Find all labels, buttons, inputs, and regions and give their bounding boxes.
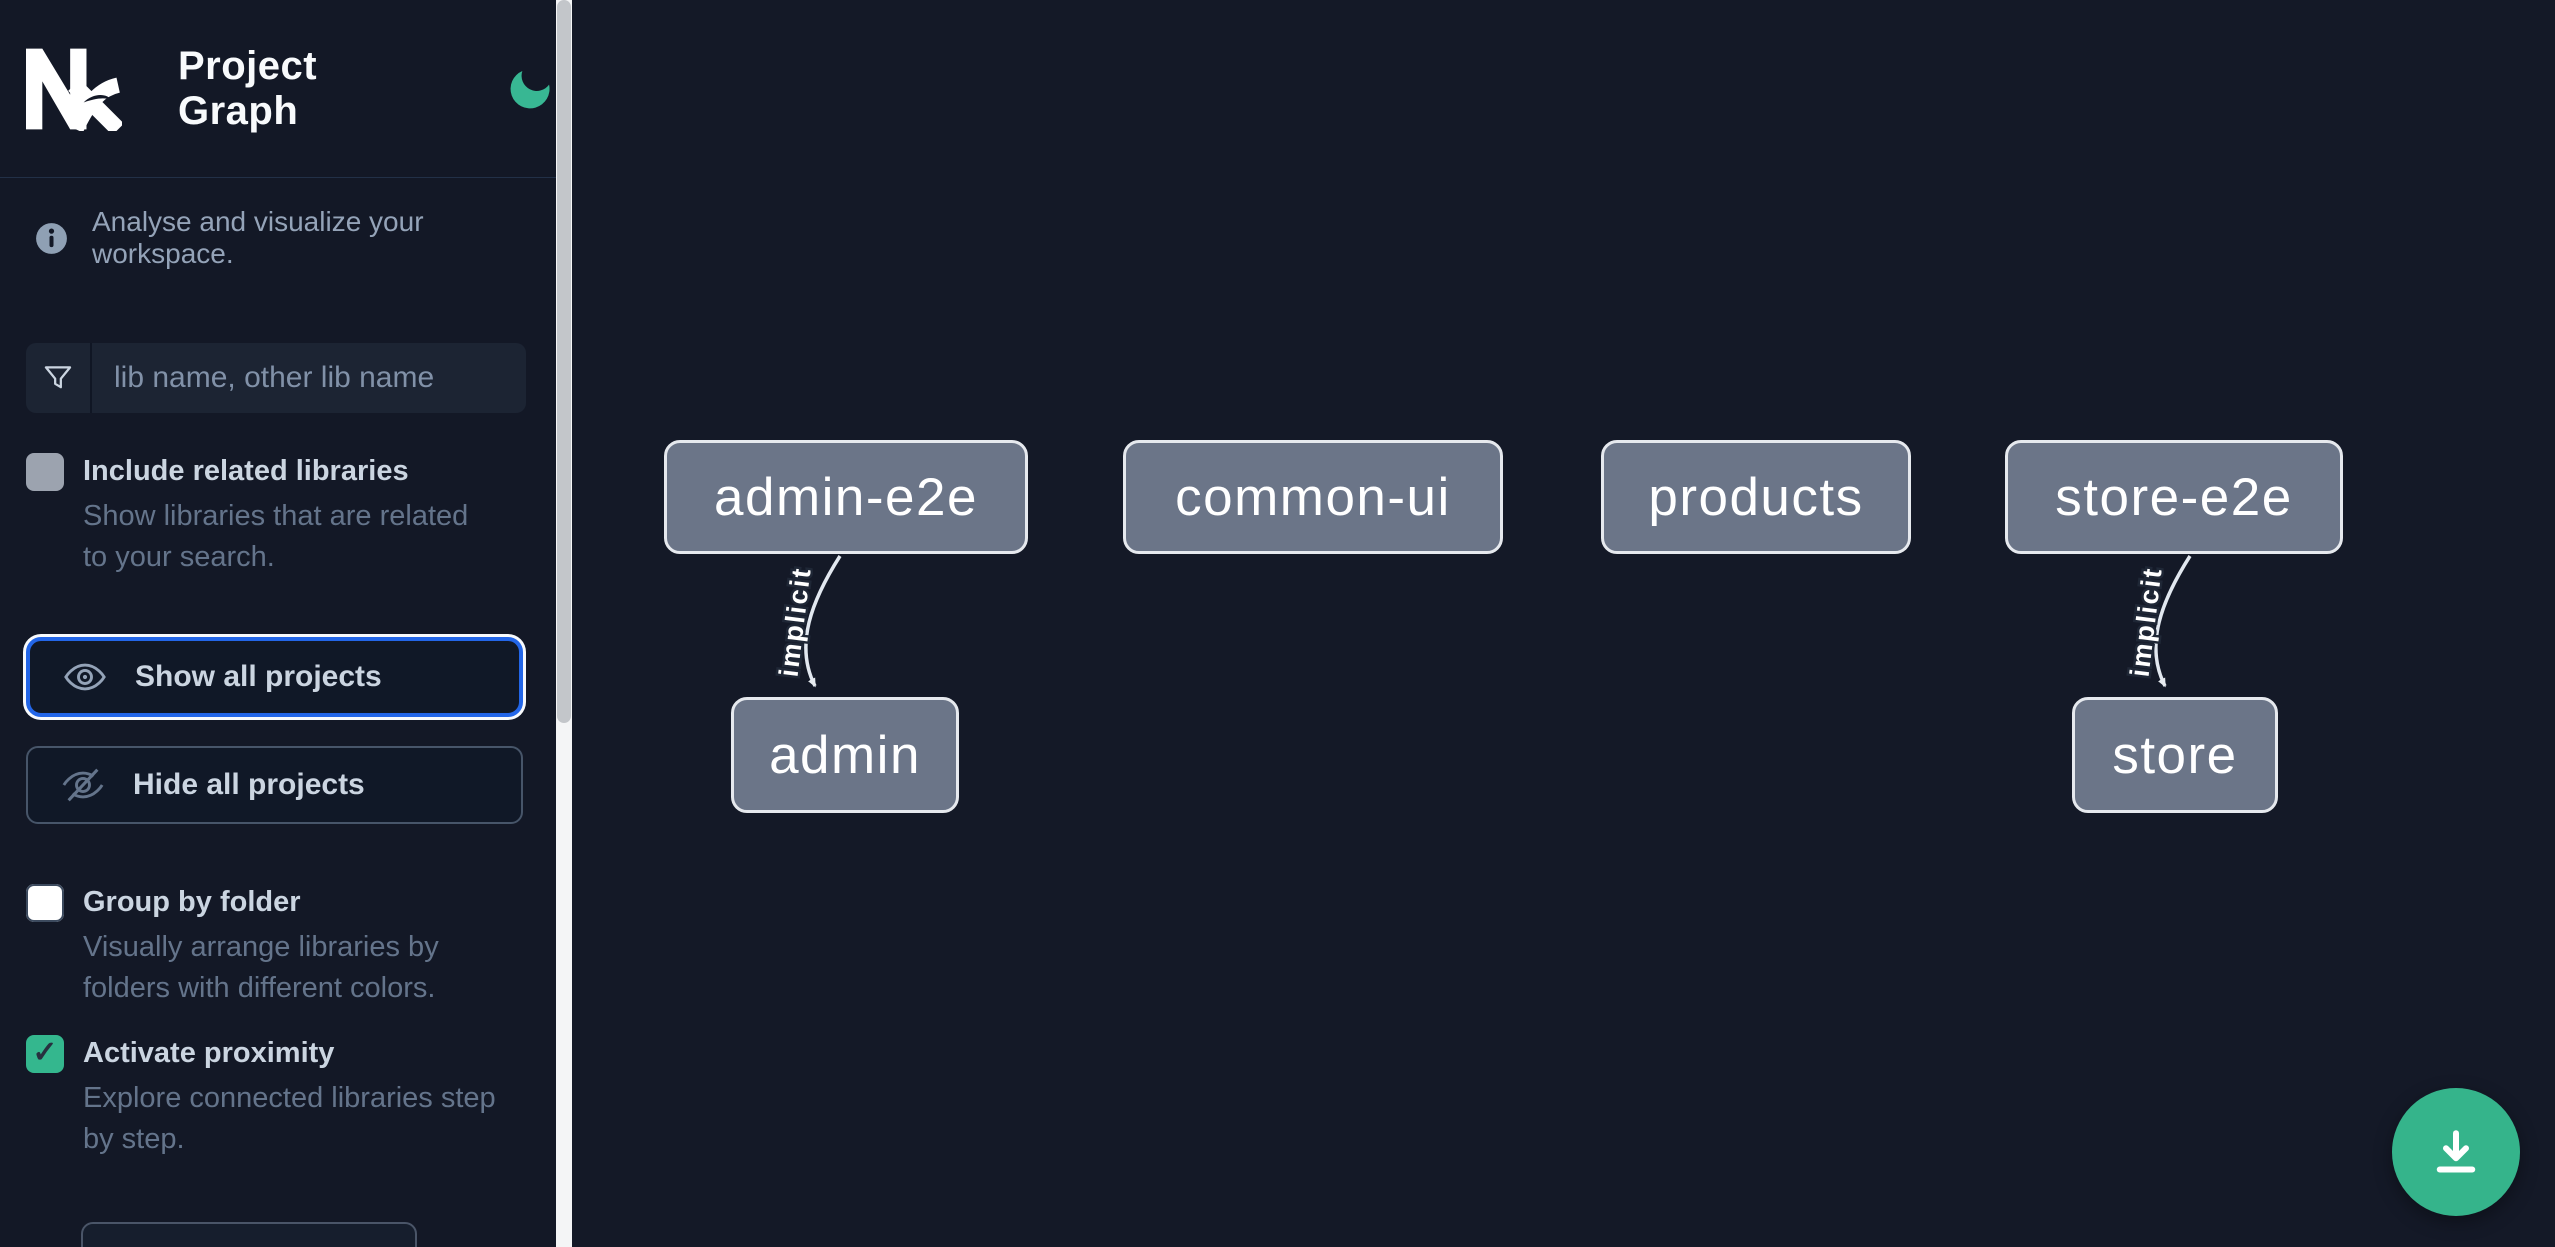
edge-store-e2e-store [2154,555,2192,688]
sidebar: Project Graph Analyse and visualize your… [0,0,556,1247]
sidebar-header: Project Graph [0,0,556,178]
node-admin-e2e[interactable]: admin-e2e [664,440,1028,554]
nx-logo-icon [26,48,122,131]
page-title: Project Graph [178,43,318,133]
group-by-folder-description: Visually arrange libraries by folders wi… [83,931,439,1004]
tagline-text: Analyse and visualize your workspace. [92,206,424,269]
edge-label-implicit-1: implicit [774,565,817,678]
include-related-label: Include related libraries [83,455,409,487]
theme-toggle-button[interactable] [504,63,556,115]
stepper-value: 1 [183,1224,315,1247]
download-graph-button[interactable] [2392,1088,2520,1216]
edge-label-implicit-2: implicit [2125,565,2168,678]
eye-off-icon [62,768,104,802]
project-graph-canvas[interactable]: implicit implicit admin-e2e common-ui pr… [572,0,2555,1247]
stepper-decrement-button[interactable]: − [83,1224,183,1247]
eye-icon [64,663,106,691]
hide-all-projects-label: Hide all projects [133,768,365,801]
info-icon [36,222,67,254]
node-common-ui[interactable]: common-ui [1123,440,1503,554]
option-group-by-folder: Group by folder Visually arrange librari… [26,882,496,1009]
download-icon [2436,1130,2476,1173]
show-all-projects-button[interactable]: Show all projects [26,637,523,717]
option-include-related: Include related libraries Show libraries… [26,451,496,578]
tagline-row: Analyse and visualize your workspace. [33,206,530,270]
sidebar-scrollbar-track [556,0,572,1247]
group-by-folder-label: Group by folder [83,886,301,918]
sidebar-scrollbar-thumb[interactable] [557,0,571,723]
include-related-description: Show libraries that are related to your … [83,500,469,573]
node-admin[interactable]: admin [731,697,959,813]
filter-funnel-icon [44,366,72,389]
group-by-folder-checkbox[interactable] [26,884,64,922]
hide-all-projects-button[interactable]: Hide all projects [26,746,523,824]
include-related-checkbox[interactable] [26,453,64,491]
stepper-increment-button[interactable]: + [315,1224,415,1247]
show-all-projects-label: Show all projects [135,660,382,693]
proximity-depth-stepper: − 1 + [81,1222,417,1247]
node-store[interactable]: store [2072,697,2278,813]
search-input[interactable] [92,343,526,413]
edge-admin-e2e-admin [804,555,842,688]
activate-proximity-description: Explore connected libraries step by step… [83,1082,496,1155]
activate-proximity-label: Activate proximity [83,1037,335,1069]
node-store-e2e[interactable]: store-e2e [2005,440,2343,554]
activate-proximity-checkbox[interactable]: ✓ [26,1035,64,1073]
node-products[interactable]: products [1601,440,1911,554]
search-bar [26,343,526,413]
option-activate-proximity: ✓ Activate proximity Explore connected l… [26,1033,496,1160]
checkmark-icon: ✓ [32,1036,58,1069]
moon-icon [510,70,550,108]
filter-icon-cell [26,343,92,413]
graph-edges: implicit implicit [771,555,2192,688]
